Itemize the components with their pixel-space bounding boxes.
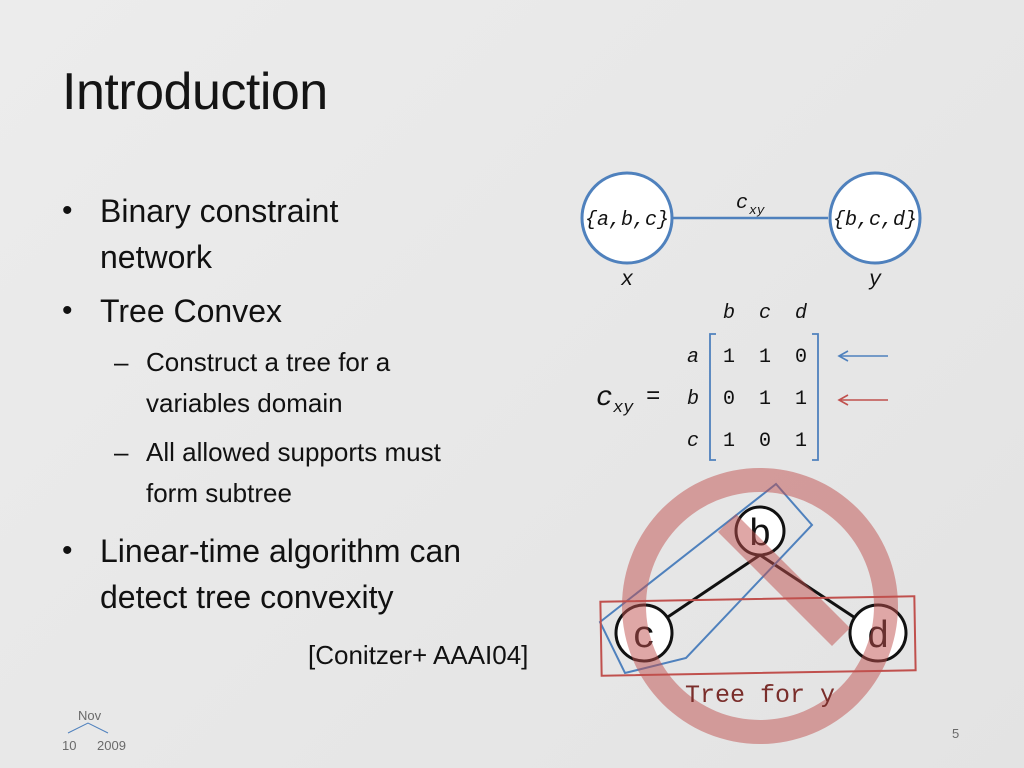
footer-year: 2009 <box>97 738 126 753</box>
subbullet-dash: – <box>114 347 129 377</box>
edge-label: c <box>736 192 748 215</box>
slide-title: Introduction <box>62 63 328 121</box>
matrix-cell: 1 <box>759 388 771 411</box>
x-domain-label: {a,b,c} <box>585 209 669 232</box>
slide-number: 5 <box>952 726 960 741</box>
row-arrow-blue <box>837 350 888 362</box>
bullet-tree-convex: • Tree Convex <box>62 288 542 334</box>
matrix-cell: 1 <box>723 430 735 453</box>
matrix-col-header: b <box>723 302 735 325</box>
footer-month: Nov <box>78 708 102 723</box>
matrix-cell: 1 <box>795 388 807 411</box>
subbullet-construct-tree: – Construct a tree for a variables domai… <box>62 342 542 424</box>
y-domain-label: {b,c,d} <box>833 209 917 232</box>
matrix-lhs-symbol: c <box>596 383 613 414</box>
subbullet-dash: – <box>114 437 129 467</box>
matrix-right-bracket <box>812 333 819 461</box>
subbullet-supports-subtree: – All allowed supports must form subtree <box>62 432 542 514</box>
red-subtree-outline <box>599 595 917 677</box>
variable-x-node <box>580 171 674 265</box>
matrix-lhs-subscript: xy <box>612 399 634 418</box>
bullet-text: Tree Convex <box>100 293 282 329</box>
bullet-linear-time: • Linear-time algorithm can detect tree … <box>62 528 542 620</box>
matrix-row-header: b <box>687 388 699 411</box>
y-variable-label: y <box>868 269 882 292</box>
edge-label-subscript: xy <box>748 203 766 218</box>
bullet-list: • Binary constraint network • Tree Conve… <box>62 188 542 628</box>
matrix-cell: 1 <box>759 346 771 369</box>
variable-y-node <box>828 171 922 265</box>
matrix-row-header: c <box>687 430 699 453</box>
bullet-binary-network: • Binary constraint network <box>62 188 542 280</box>
matrix-cell: 0 <box>795 346 807 369</box>
footer-date-connector <box>67 722 109 734</box>
matrix-cell: 1 <box>795 430 807 453</box>
prohibition-sign-icon <box>622 468 898 744</box>
bullet-dot: • <box>62 194 73 227</box>
citation: [Conitzer+ AAAI04] <box>308 640 529 670</box>
matrix-row-header: a <box>687 346 699 369</box>
matrix-col-header: c <box>759 302 771 325</box>
tree-caption: Tree for y <box>685 681 835 710</box>
subbullet-text: All allowed supports must form subtree <box>146 437 441 508</box>
blue-subtree-outline <box>598 482 814 675</box>
bullet-dot: • <box>62 294 73 327</box>
matrix-left-bracket <box>709 333 716 461</box>
matrix-cell: 1 <box>723 346 735 369</box>
x-variable-label: x <box>620 269 634 292</box>
row-arrow-red <box>837 394 888 406</box>
matrix-cell: 0 <box>759 430 771 453</box>
footer-day: 10 <box>62 738 77 753</box>
bullet-dot: • <box>62 534 73 567</box>
bullet-text: Linear-time algorithm can detect tree co… <box>100 533 462 615</box>
subbullet-text: Construct a tree for a variables domain <box>146 347 391 418</box>
matrix-cell: 0 <box>723 388 735 411</box>
matrix-col-header: d <box>795 302 807 325</box>
matrix-equals: = <box>646 384 660 411</box>
bullet-text: Binary constraint network <box>100 193 339 275</box>
